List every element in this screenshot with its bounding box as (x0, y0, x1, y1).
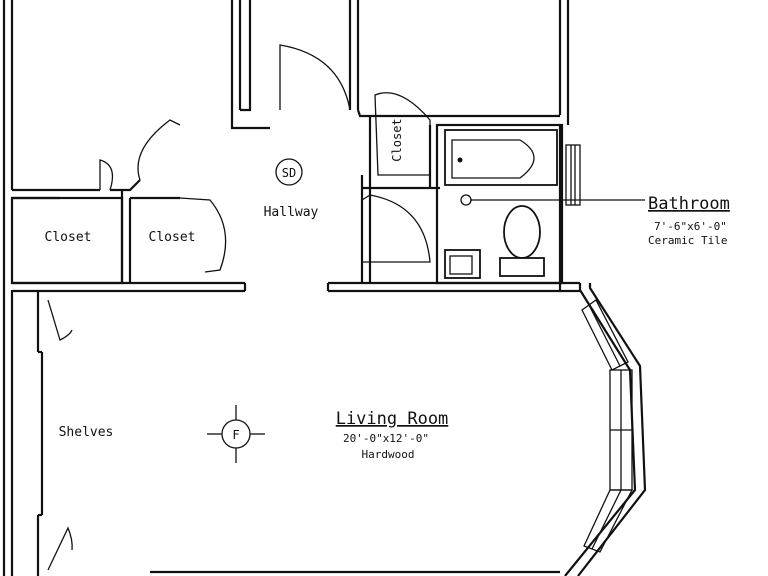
smoke-detector-icon: SD (275, 158, 303, 186)
bathroom-fixtures (444, 129, 558, 279)
doors (47, 44, 431, 571)
closet-left-label: Closet (45, 230, 92, 245)
toilet (503, 205, 541, 259)
living-room-floor: Hardwood (362, 448, 415, 461)
closet-bath-label: Closet (390, 118, 404, 161)
living-room-title: Living Room (336, 409, 449, 429)
closet-mid-label: Closet (149, 230, 196, 245)
walls (2, 0, 647, 576)
bathroom-floor: Ceramic Tile (648, 234, 727, 247)
bathtub (444, 129, 558, 186)
smoke-detector-label: SD (282, 166, 296, 180)
hallway-label: Hallway (264, 205, 319, 220)
living-room-dims: 20'-0"x12'-0" (343, 432, 429, 445)
sink (444, 249, 481, 279)
bathroom-dims: 7'-6"x6'-0" (654, 220, 727, 233)
shelves-label: Shelves (59, 425, 114, 440)
bathroom-title: Bathroom (648, 194, 730, 214)
fixture-light (460, 194, 472, 206)
fan-label: F (232, 428, 239, 442)
ceiling-fan-icon: F (207, 405, 265, 463)
